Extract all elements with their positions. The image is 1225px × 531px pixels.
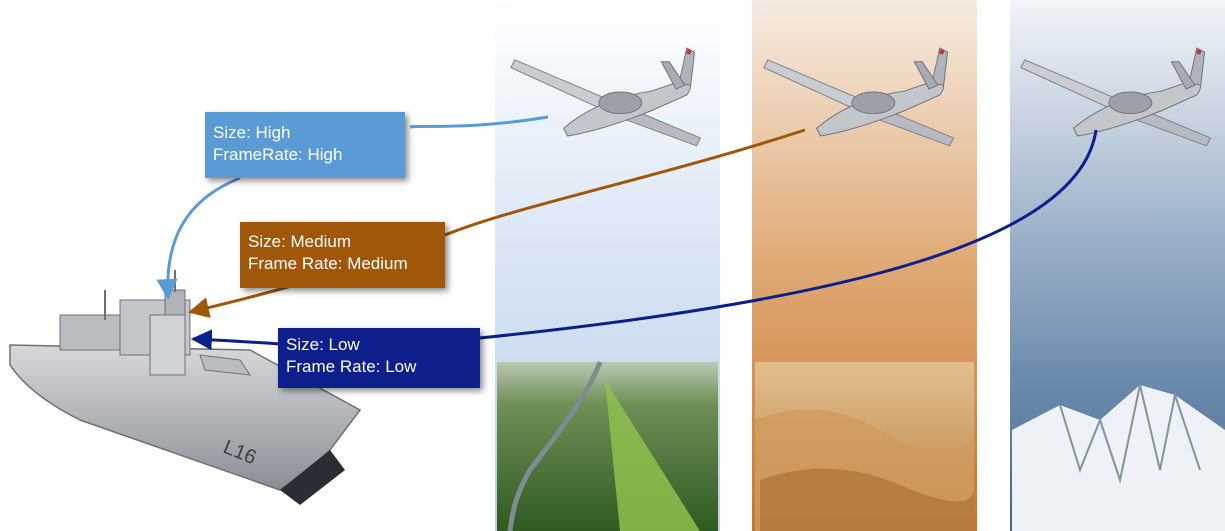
connector-high-top [409, 115, 549, 129]
connector-medium-arrow [187, 283, 296, 318]
label-medium-size: Size: Medium [248, 232, 351, 251]
meadow [605, 380, 700, 531]
connector-medium-top [444, 128, 806, 237]
ship: L16 [9, 270, 362, 505]
connector-low-top [479, 129, 1098, 340]
dune-shadow [760, 468, 974, 531]
label-low-size: Size: Low [286, 335, 360, 354]
label-low: Size: Low Frame Rate: Low [278, 328, 480, 388]
river [507, 361, 603, 531]
label-high: Size: High FrameRate: High [205, 112, 405, 178]
label-medium-rate: Frame Rate: Medium [248, 254, 408, 273]
ridge-lines [1059, 384, 1201, 484]
connector-high-arrow [156, 176, 241, 301]
label-medium: Size: Medium Frame Rate: Medium [240, 222, 445, 288]
connector-low-arrow [190, 329, 281, 351]
label-high-size: Size: High [213, 123, 291, 142]
label-high-rate: FrameRate: High [213, 145, 343, 164]
label-low-rate: Frame Rate: Low [286, 357, 417, 376]
terrain-panel-mountains [1010, 0, 1225, 531]
terrain-panel-desert [752, 0, 977, 531]
